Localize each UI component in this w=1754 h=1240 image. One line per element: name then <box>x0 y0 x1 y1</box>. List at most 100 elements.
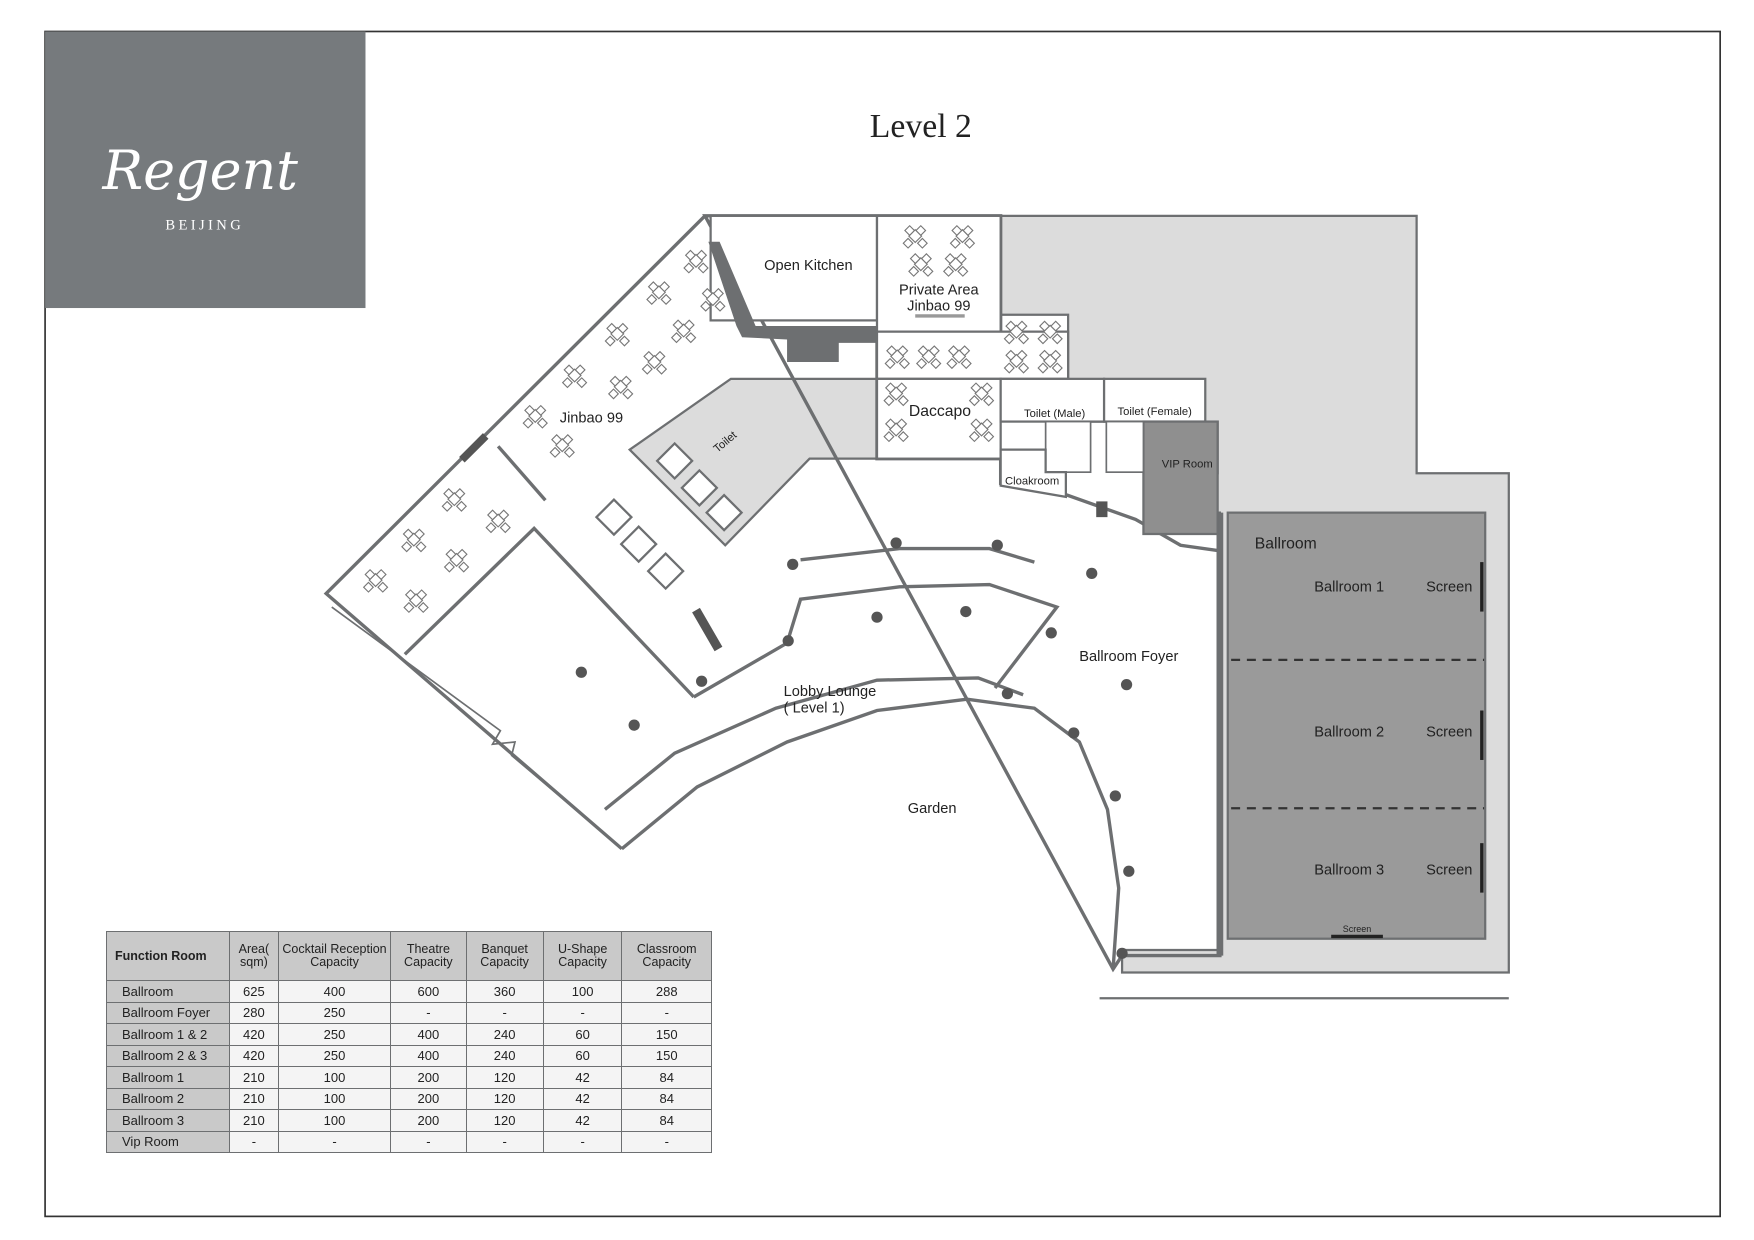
label-ballroom-3: Ballroom 3 <box>1314 863 1384 879</box>
label-open-kitchen: Open Kitchen <box>764 258 853 274</box>
garden-curve-inner <box>603 676 1024 811</box>
table-set-icon <box>1003 349 1030 374</box>
column-icon <box>1120 679 1133 691</box>
toilet-male-room[interactable] <box>999 377 1106 423</box>
label-lobby-lounge: Lobby Lounge <box>784 684 877 700</box>
table-set-icon <box>946 345 972 370</box>
label-cloakroom: Cloakroom <box>1005 476 1059 488</box>
table-set-icon <box>915 345 942 370</box>
column-icon <box>1116 947 1128 959</box>
ballroom-area[interactable] <box>1226 511 1487 940</box>
table-set-icon <box>1037 320 1063 345</box>
table-set-icon <box>561 364 588 389</box>
lounge-counter <box>692 607 723 652</box>
vip-room-area[interactable] <box>1142 420 1219 536</box>
label-vip-room: VIP Room <box>1162 459 1213 471</box>
kitchen-wall <box>708 241 877 362</box>
table-cell: 200 <box>390 1087 467 1110</box>
label-toilet-male: Toilet (Male) <box>1024 408 1085 420</box>
table-cell: 120 <box>465 1087 544 1110</box>
table-cell: - <box>390 1001 467 1024</box>
label-screen-2: Screen <box>1426 724 1472 740</box>
table-cell: 100 <box>277 1109 392 1132</box>
table-set-icon <box>949 224 976 249</box>
table-set-icon <box>401 528 427 553</box>
room-name-cell: Ballroom 2 & 3 <box>106 1044 230 1067</box>
label-daccapo: Daccapo <box>909 403 971 420</box>
column-icon <box>991 539 1003 551</box>
table-cell: 240 <box>465 1023 544 1046</box>
label-screen-3: Screen <box>1426 863 1472 879</box>
table-set-icon <box>443 548 470 573</box>
label-ballroom-foyer: Ballroom Foyer <box>1079 649 1178 665</box>
table-cell: 240 <box>465 1044 544 1067</box>
elevator-icon <box>655 441 694 481</box>
column-icon <box>782 635 794 647</box>
column-header: Banquet Capacity <box>465 931 544 981</box>
room-name-cell: Ballroom Foyer <box>106 1001 230 1024</box>
table-cell: 250 <box>277 1001 392 1024</box>
jinbao-inner <box>403 525 695 699</box>
label-jinbao-99: Jinbao 99 <box>560 411 623 427</box>
column-icon <box>1123 865 1135 877</box>
table-set-icon <box>883 418 909 443</box>
column <box>1096 501 1108 518</box>
table-set-icon <box>441 488 468 512</box>
table-cell: 280 <box>229 1001 279 1024</box>
column-icon <box>575 666 587 678</box>
table-set-icon <box>683 249 709 274</box>
column-icon <box>787 558 799 570</box>
jinbao-partition <box>496 445 547 502</box>
table-cell: - <box>465 1001 544 1024</box>
table-set-icon <box>883 382 909 407</box>
west-wing-outline <box>323 214 707 851</box>
table-cell: 625 <box>229 980 279 1003</box>
column-icon <box>1045 627 1057 639</box>
cloakroom-room[interactable] <box>999 448 1067 499</box>
table-cell: 150 <box>621 1044 712 1067</box>
room-name-cell: Ballroom 1 <box>106 1066 230 1089</box>
column-header: Cocktail Reception Capacity <box>277 931 392 981</box>
label-private-area-jinbao: Jinbao 99 <box>907 298 970 314</box>
elevator-icon <box>619 525 658 564</box>
table-cell: 400 <box>277 980 392 1003</box>
west-wing-inner <box>331 606 614 842</box>
page-border <box>44 30 1721 1218</box>
logo-city: BEIJING <box>165 217 244 233</box>
table-set-icon <box>968 382 995 407</box>
label-toilet-female: Toilet (Female) <box>1118 406 1193 418</box>
table-cell: 84 <box>621 1066 712 1089</box>
table-row: Vip Room------ <box>106 1130 712 1153</box>
column-icon <box>1109 790 1121 802</box>
label-lobby-level: ( Level 1) <box>784 701 845 717</box>
elevators <box>594 441 744 591</box>
logo-name: Regent <box>102 139 299 202</box>
room-name-cell: Ballroom 1 & 2 <box>106 1023 230 1046</box>
table-cell: - <box>621 1001 712 1024</box>
column-icon <box>696 675 708 687</box>
bar-counter <box>459 433 489 463</box>
table-cell: 100 <box>277 1087 392 1110</box>
table-cell: - <box>465 1130 544 1153</box>
male-washroom <box>1044 420 1092 474</box>
table-cell: 250 <box>277 1023 392 1046</box>
room-name-cell: Ballroom 3 <box>106 1109 230 1132</box>
table-set-icon <box>884 345 910 370</box>
column-icon <box>890 537 902 549</box>
female-washroom <box>1105 420 1145 474</box>
table-cell: 288 <box>621 980 712 1003</box>
table-set-icon <box>485 509 511 534</box>
table-set-icon <box>646 281 672 306</box>
table-cell: 42 <box>542 1066 623 1089</box>
table-cell: - <box>229 1130 279 1153</box>
elevator-icon <box>646 552 685 591</box>
column-icon <box>871 611 883 623</box>
table-cell: 200 <box>390 1066 467 1089</box>
room-name-cell: Ballroom 2 <box>106 1087 230 1110</box>
